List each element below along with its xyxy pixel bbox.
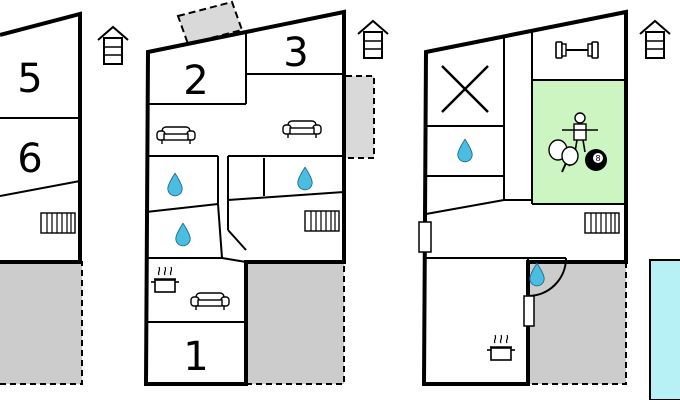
building-middle: 2 3 1 <box>143 0 375 386</box>
cross-icon <box>441 65 489 113</box>
outdoor-area <box>528 262 626 384</box>
pool <box>649 259 680 400</box>
billiard-ball-number: 8 <box>595 154 600 163</box>
dumbbell-icon <box>555 41 599 59</box>
house-floor-icon <box>356 19 390 60</box>
house-floor-icon <box>638 19 672 60</box>
room-number-2: 2 <box>183 58 208 104</box>
building-right: 8 <box>418 9 628 386</box>
outdoor-area <box>246 262 344 384</box>
window <box>523 295 535 327</box>
game-room <box>532 80 624 204</box>
outdoor-area <box>0 262 82 384</box>
billiard-ball-icon: 8 <box>585 149 607 171</box>
house-floor-icon <box>96 25 130 66</box>
heater-radiator-icon <box>304 210 340 232</box>
building-left: 5 6 <box>0 11 83 385</box>
window <box>418 221 432 253</box>
balcony <box>346 75 375 159</box>
heater-radiator-icon <box>584 212 620 234</box>
balcony <box>176 0 244 46</box>
table-tennis-icon <box>548 139 579 173</box>
table-football-icon <box>562 112 598 153</box>
room-number-6: 6 <box>17 136 42 182</box>
room-number-1: 1 <box>183 334 208 380</box>
room-number-5: 5 <box>17 56 42 102</box>
room-number-3: 3 <box>283 30 308 76</box>
heater-radiator-icon <box>40 212 76 234</box>
